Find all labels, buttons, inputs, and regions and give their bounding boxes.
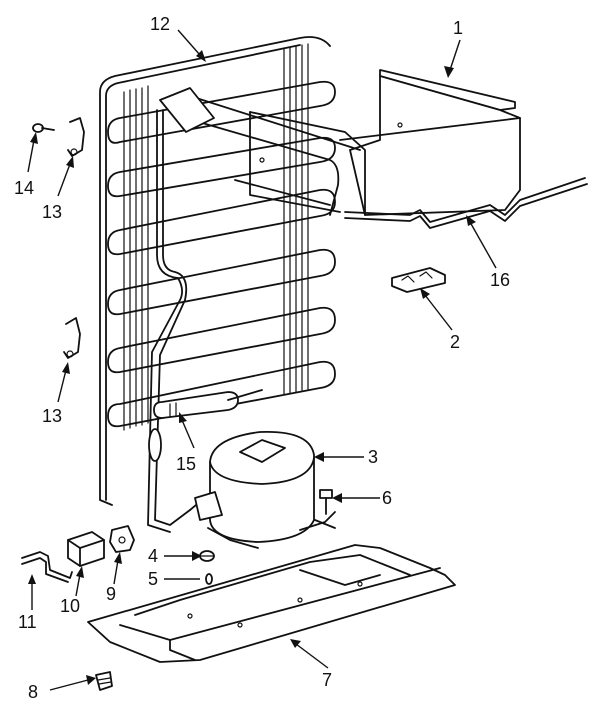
bracket-upper	[67, 117, 85, 157]
callout-7: 7	[322, 670, 332, 690]
callout-12: 12	[150, 14, 170, 34]
callout-13-lower: 13	[42, 406, 62, 426]
wire-rod	[344, 177, 588, 229]
compressor	[189, 430, 336, 549]
screw-14	[32, 123, 55, 133]
callout-15: 15	[176, 454, 196, 474]
overload-part-10	[67, 531, 105, 567]
screw-8	[95, 671, 113, 691]
callout-11: 11	[18, 612, 37, 632]
callout-14: 14	[14, 178, 34, 198]
callout-1: 1	[453, 18, 463, 38]
clip-part	[391, 267, 446, 293]
callout-5: 5	[148, 569, 158, 589]
callout-2: 2	[450, 332, 460, 352]
callout-16: 16	[490, 270, 510, 290]
callout-8: 8	[28, 682, 38, 702]
callout-4: 4	[148, 546, 158, 566]
relay-part-9	[109, 525, 135, 553]
leader-lines	[27, 29, 497, 691]
bolt-6	[319, 489, 333, 515]
callout-6: 6	[382, 488, 392, 508]
condenser-coil	[99, 36, 336, 506]
callout-9: 9	[106, 584, 116, 604]
clamp-part-11	[21, 551, 73, 583]
callout-13-upper: 13	[42, 202, 62, 222]
spacer-5	[205, 573, 213, 585]
callout-labels: 1 2 3 4 5 6 7 8 9 10 11 12 13 13 14 15 1…	[14, 14, 510, 702]
bracket-lower	[63, 317, 81, 359]
refrigerant-tubing	[147, 87, 361, 533]
base-plate	[87, 544, 456, 663]
callout-3: 3	[368, 447, 378, 467]
drier	[148, 389, 263, 462]
callout-10: 10	[60, 596, 80, 616]
drain-pan	[249, 69, 521, 216]
grommet-4	[199, 550, 215, 562]
